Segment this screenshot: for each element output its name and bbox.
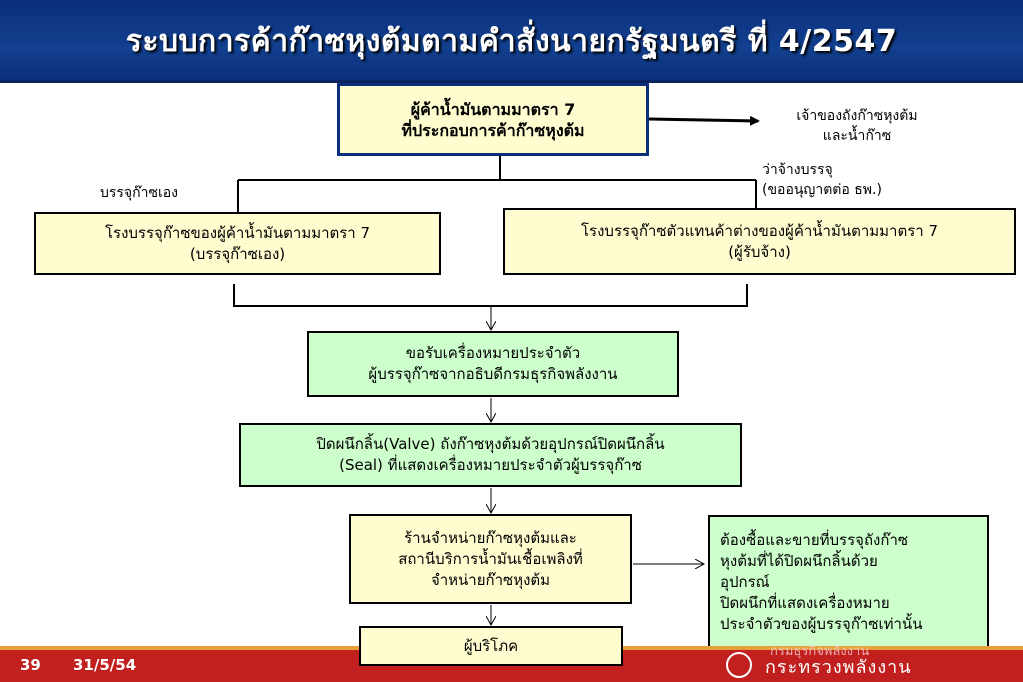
- retailer-line2: สถานีบริการน้ำมันเชื้อเพลิงที่: [398, 549, 583, 568]
- seal-line1: ปิดผนึกลิ้น(Valve) ถังก๊าซหุงต้มด้วยอุปก…: [316, 435, 665, 453]
- mark-request-line2: ผู้บรรจุก๊าซจากอธิบดีกรมธุรกิจพลังงาน: [368, 365, 618, 383]
- condition-line5: ประจำตัวของผู้บรรจุก๊าซเท่านั้น: [720, 614, 923, 633]
- ministry-logo-icon: [726, 652, 752, 678]
- retailer-line3: จำหน่ายก๊าซหุงต้ม: [430, 570, 551, 589]
- mark-request-line1: ขอรับเครื่องหมายประจำตัว: [405, 344, 581, 362]
- self-fill-label: บรรจุก๊าซเอง: [100, 183, 178, 203]
- cylinder-owner-line2: และน้ำก๊าซ: [822, 128, 892, 144]
- retailer-node: ร้านจำหน่ายก๊าซหุงต้มและ สถานีบริการน้ำม…: [349, 514, 632, 604]
- retailer-line1: ร้านจำหน่ายก๊าซหุงต้มและ: [404, 528, 577, 547]
- consumer-node: ผู้บริโภค: [359, 626, 623, 666]
- condition-node: ต้องซื้อและขายที่บรรจุถังก๊าซ หุงต้มที่ไ…: [708, 515, 989, 649]
- trader-node: ผู้ค้าน้ำมันตามมาตรา 7 ที่ประกอบการค้าก๊…: [337, 83, 649, 156]
- page-number: 39: [20, 656, 41, 674]
- self-fill-text: บรรจุก๊าซเอง: [100, 185, 178, 201]
- condition-line2: หุงต้มที่ได้ปิดผนึกลิ้นด้วย: [720, 551, 878, 570]
- agent-plant-node: โรงบรรจุก๊าซตัวแทนค้าต่างของผู้ค้าน้ำมัน…: [503, 208, 1016, 275]
- own-plant-node: โรงบรรจุก๊าซของผู้ค้าน้ำมันตามมาตรา 7 (บ…: [34, 212, 441, 275]
- agent-plant-line2: (ผู้รับจ้าง): [728, 242, 791, 261]
- footer-org-top: กรมธุรกิจพลังงาน: [770, 644, 870, 659]
- consumer-line1: ผู้บริโภค: [463, 636, 519, 655]
- seal-line2: (Seal) ที่แสดงเครื่องหมายประจำตัวผู้บรรจ…: [339, 456, 642, 474]
- own-plant-line1: โรงบรรจุก๊าซของผู้ค้าน้ำมันตามมาตรา 7: [104, 223, 371, 242]
- condition-line1: ต้องซื้อและขายที่บรรจุถังก๊าซ: [720, 530, 909, 549]
- hire-fill-line1: ว่าจ้างบรรจุ: [762, 162, 833, 178]
- own-plant-line2: (บรรจุก๊าซเอง): [189, 244, 286, 263]
- footer-org: กระทรวงพลังงาน: [765, 657, 912, 678]
- cylinder-owner-label: เจ้าของถังก๊าซหุงต้ม และน้ำก๊าซ: [762, 106, 952, 146]
- mark-request-node: ขอรับเครื่องหมายประจำตัว ผู้บรรจุก๊าซจาก…: [307, 331, 679, 397]
- footer-date: 31/5/54: [73, 656, 137, 674]
- trader-to-owner-arrow: [648, 115, 760, 126]
- hire-fill-line2: (ขออนุญาตต่อ ธพ.): [762, 182, 882, 198]
- trader-line2: ที่ประกอบการค้าก๊าซหุงต้ม: [401, 120, 585, 140]
- condition-line4: ปิดผนึกที่แสดงเครื่องหมาย: [720, 593, 890, 612]
- hire-fill-label: ว่าจ้างบรรจุ (ขออนุญาตต่อ ธพ.): [762, 160, 882, 200]
- agent-plant-line1: โรงบรรจุก๊าซตัวแทนค้าต่างของผู้ค้าน้ำมัน…: [580, 221, 938, 240]
- slide-title: ระบบการค้าก๊าซหุงต้มตามคำสั่งนายกรัฐมนตร…: [125, 24, 898, 59]
- seal-node: ปิดผนึกลิ้น(Valve) ถังก๊าซหุงต้มด้วยอุปก…: [239, 423, 742, 487]
- trader-line1: ผู้ค้าน้ำมันตามมาตรา 7: [410, 99, 576, 119]
- title-bar: ระบบการค้าก๊าซหุงต้มตามคำสั่งนายกรัฐมนตร…: [0, 0, 1023, 83]
- cylinder-owner-line1: เจ้าของถังก๊าซหุงต้ม: [796, 108, 918, 124]
- condition-line3: อุปกรณ์: [720, 572, 770, 591]
